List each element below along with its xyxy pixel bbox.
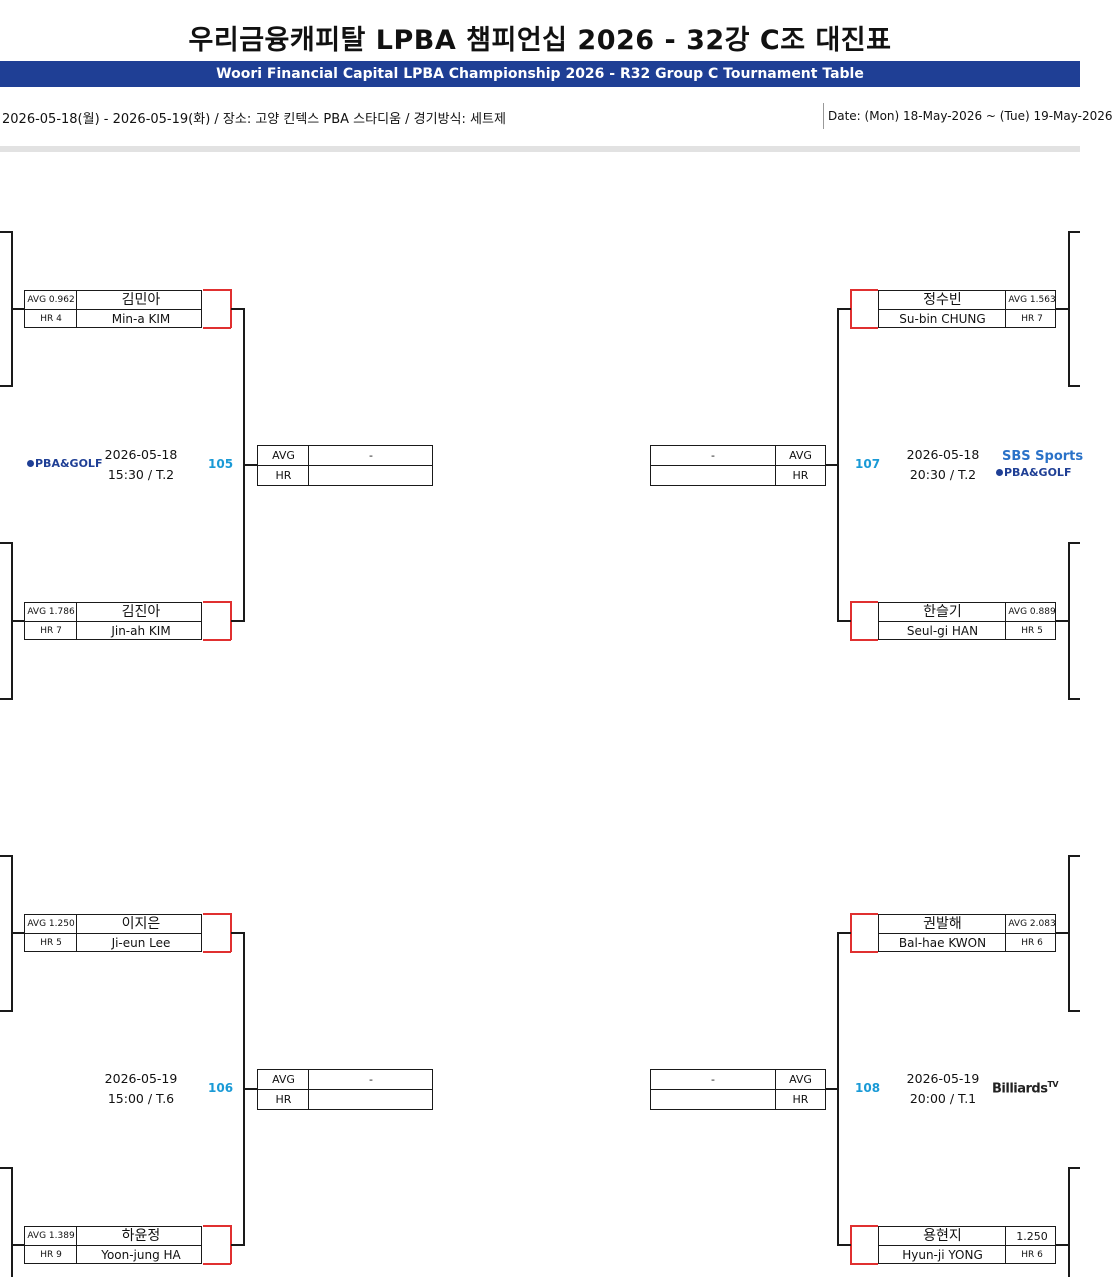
player-name-en: Su-bin CHUNG — [899, 312, 986, 326]
player-hr: HR 9 — [40, 1250, 62, 1260]
player-name-ko: 하윤정 — [121, 1228, 161, 1244]
player-card-min-a-kim[interactable]: AVG 0.962 HR 4 김민아 Min-a KIM — [24, 290, 202, 328]
player-name-ko: 권발해 — [923, 916, 962, 932]
player-hr: HR 7 — [1021, 314, 1043, 324]
player-name-ko: 정수빈 — [923, 292, 962, 308]
match-105-schedule: 2026-05-18 15:30 / T.2 — [86, 445, 196, 485]
player-name-en: Yoon-jung HA — [101, 1248, 181, 1262]
player-name-ko: 김진아 — [121, 604, 161, 620]
player-name-ko: 이지은 — [121, 916, 161, 932]
result-avg-value: - — [711, 1073, 715, 1086]
player-name-en: Seul-gi HAN — [906, 624, 979, 638]
pba-golf-logo: PBA&GOLF — [27, 457, 102, 470]
player-hr: HR 5 — [1021, 626, 1043, 636]
info-divider — [823, 103, 824, 129]
result-hr-label: HR — [275, 469, 292, 482]
result-avg-label: AVG — [272, 1073, 295, 1086]
result-avg-value: - — [711, 449, 715, 462]
match-date: 2026-05-18 — [104, 447, 178, 462]
player-card-hyun-ji-yong[interactable]: 용현지 Hyun-ji YONG 1.250 HR 6 — [878, 1226, 1056, 1264]
player-name-ko: 한슬기 — [923, 604, 962, 620]
match-105-result-box: AVG HR - — [257, 445, 433, 486]
player-avg: AVG 1.563 — [1008, 295, 1056, 305]
result-avg-label: AVG — [789, 449, 812, 462]
match-date: 2026-05-18 — [906, 447, 980, 462]
player-card-ji-eun-lee[interactable]: AVG 1.250 HR 5 이지은 Ji-eun Lee — [24, 914, 202, 952]
player-card-su-bin-chung[interactable]: 정수빈 Su-bin CHUNG AVG 1.563 HR 7 — [878, 290, 1056, 328]
match-time-table: 20:00 / T.1 — [909, 1091, 977, 1106]
player-avg: AVG 1.250 — [27, 919, 75, 929]
result-avg-value: - — [369, 1073, 373, 1086]
player-name-ko: 김민아 — [121, 292, 161, 308]
player-hr: HR 4 — [40, 314, 62, 324]
player-avg: AVG 0.889 — [1008, 607, 1056, 617]
english-title-banner: Woori Financial Capital LPBA Championshi… — [0, 61, 1080, 87]
result-avg-value: - — [369, 449, 373, 462]
match-time-table: 15:30 / T.2 — [107, 467, 175, 482]
player-name-en: Jin-ah KIM — [111, 624, 171, 638]
player-card-yoon-jung-ha[interactable]: AVG 1.389 HR 9 하윤정 Yoon-jung HA — [24, 1226, 202, 1264]
match-108-result-box: - AVG HR — [650, 1069, 826, 1110]
result-avg-label: AVG — [272, 449, 295, 462]
player-name-en: Hyun-ji YONG — [902, 1248, 983, 1262]
match-date: 2026-05-19 — [906, 1071, 980, 1086]
player-avg: AVG 1.389 — [27, 1231, 75, 1241]
player-name-ko: 용현지 — [923, 1228, 962, 1244]
sbs-sports-logo: SBS Sports — [1002, 449, 1084, 464]
player-card-seul-gi-han[interactable]: 한슬기 Seul-gi HAN AVG 0.889 HR 5 — [878, 602, 1056, 640]
event-info-korean: 2026-05-18(월) - 2026-05-19(화) / 장소: 고양 킨… — [2, 112, 506, 127]
page-title: 우리금융캐피탈 LPBA 챔피언십 2026 - 32강 C조 대진표 — [188, 25, 892, 56]
billiards-tv-logo: BilliardsTV — [992, 1080, 1059, 1097]
result-hr-label: HR — [792, 469, 809, 482]
match-106-result-box: AVG HR - — [257, 1069, 433, 1110]
result-avg-label: AVG — [789, 1073, 812, 1086]
match-106-schedule: 2026-05-19 15:00 / T.6 — [86, 1069, 196, 1109]
player-hr: HR 6 — [1021, 938, 1043, 948]
player-name-en: Min-a KIM — [111, 312, 171, 326]
player-hr: HR 6 — [1021, 1250, 1043, 1260]
player-name-en: Bal-hae KWON — [898, 936, 987, 950]
player-hr: HR 5 — [40, 938, 62, 948]
player-avg: AVG 0.962 — [27, 295, 75, 305]
player-avg: AVG 1.786 — [27, 607, 75, 617]
match-time-table: 20:30 / T.2 — [909, 467, 977, 482]
match-107-schedule: 2026-05-18 20:30 / T.2 — [888, 445, 998, 485]
match-108-schedule: 2026-05-19 20:00 / T.1 — [888, 1069, 998, 1109]
match-number-105: 105 — [208, 457, 234, 471]
result-hr-label: HR — [792, 1093, 809, 1106]
match-number-108: 108 — [855, 1081, 881, 1095]
player-avg: AVG 2.083 — [1008, 919, 1056, 929]
match-date: 2026-05-19 — [104, 1071, 178, 1086]
player-hr: HR 7 — [40, 626, 62, 636]
header-divider — [0, 146, 1080, 152]
match-107-result-box: - AVG HR — [650, 445, 826, 486]
result-hr-label: HR — [275, 1093, 292, 1106]
player-name-en: Ji-eun Lee — [111, 936, 171, 950]
player-card-jin-ah-kim[interactable]: AVG 1.786 HR 7 김진아 Jin-ah KIM — [24, 602, 202, 640]
match-time-table: 15:00 / T.6 — [107, 1091, 175, 1106]
match-number-106: 106 — [208, 1081, 234, 1095]
player-card-bal-hae-kwon[interactable]: 권발해 Bal-hae KWON AVG 2.083 HR 6 — [878, 914, 1056, 952]
match-number-107: 107 — [855, 457, 881, 471]
pba-golf-logo: PBA&GOLF — [996, 466, 1071, 479]
player-avg: 1.250 — [1016, 1230, 1048, 1243]
event-info-english: Date: (Mon) 18-May-2026 ~ (Tue) 19-May-2… — [828, 109, 1113, 123]
